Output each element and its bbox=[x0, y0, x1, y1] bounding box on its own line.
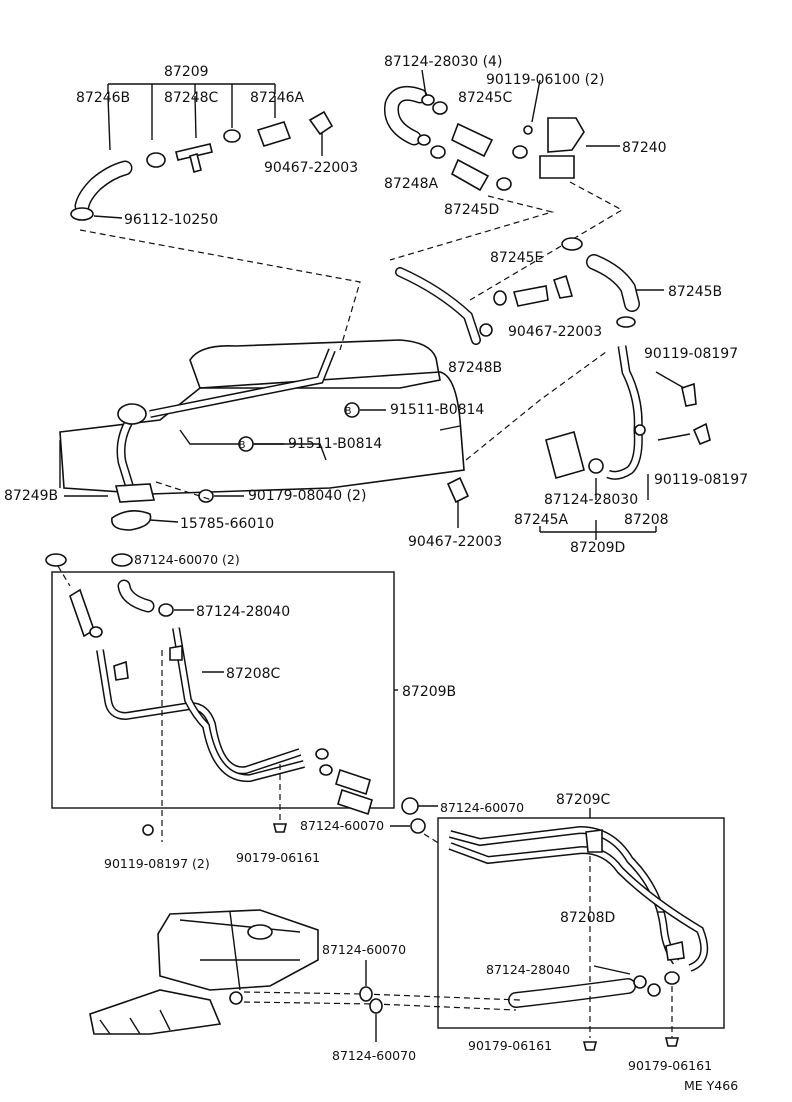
label-87209B: 87209B bbox=[402, 684, 456, 700]
label-90467-22003-c: 90467-22003 bbox=[408, 534, 502, 550]
label-90119-08197-2: 90119-08197 (2) bbox=[104, 856, 210, 871]
label-87209C: 87209C bbox=[556, 792, 611, 808]
label-87124-60070-c: 87124-60070 bbox=[322, 942, 406, 957]
label-87249B: 87249B bbox=[4, 488, 58, 504]
label-96112-10250: 96112-10250 bbox=[124, 212, 218, 228]
label-90179-06161-b: 90179-06161 bbox=[468, 1038, 552, 1053]
label-90119-08197-a: 90119-08197 bbox=[644, 346, 738, 362]
label-87124-60070-2: 87124-60070 (2) bbox=[134, 552, 240, 567]
heater-unit bbox=[89, 909, 521, 1042]
bolt-marker-b: B bbox=[239, 440, 246, 451]
label-87208C: 87208C bbox=[226, 666, 281, 682]
label-87248C: 87248C bbox=[164, 90, 219, 106]
group-87248B bbox=[395, 237, 664, 345]
label-90179-06161-a: 90179-06161 bbox=[236, 850, 320, 865]
bolt-marker-a: B bbox=[345, 406, 352, 417]
label-87124-60070-d: 87124-60070 bbox=[332, 1048, 416, 1063]
label-87208D: 87208D bbox=[560, 910, 615, 926]
label-87124-60070-a: 87124-60070 bbox=[440, 800, 524, 815]
label-87245A: 87245A bbox=[514, 512, 569, 528]
label-90119-08197-b: 90119-08197 bbox=[654, 472, 748, 488]
label-90179-08040-2: 90179-08040 (2) bbox=[248, 488, 366, 504]
label-87248A: 87248A bbox=[384, 176, 439, 192]
label-15785-66010: 15785-66010 bbox=[180, 516, 274, 532]
label-87124-28030: 87124-28030 bbox=[544, 492, 638, 508]
label-87245D: 87245D bbox=[444, 202, 499, 218]
part-labels: 87209 87246B 87248C 87246A 90467-22003 9… bbox=[4, 54, 748, 1093]
label-87240: 87240 bbox=[622, 140, 667, 156]
label-91511-B0814-b: 91511-B0814 bbox=[288, 436, 382, 452]
label-87124-28030-4: 87124-28030 (4) bbox=[384, 54, 502, 70]
label-87124-28040-b: 87124-28040 bbox=[486, 962, 570, 977]
label-90467-22003-a: 90467-22003 bbox=[264, 160, 358, 176]
label-87209: 87209 bbox=[164, 64, 209, 80]
label-87245B: 87245B bbox=[668, 284, 722, 300]
label-87124-28040-a: 87124-28040 bbox=[196, 604, 290, 620]
label-87124-60070-b: 87124-60070 bbox=[300, 818, 384, 833]
group-87209 bbox=[70, 83, 334, 221]
group-87209C bbox=[423, 808, 725, 1051]
label-87208: 87208 bbox=[624, 512, 669, 528]
group-87240 bbox=[383, 69, 624, 301]
label-91511-B0814-a: 91511-B0814 bbox=[390, 402, 484, 418]
label-90119-06100-2: 90119-06100 (2) bbox=[486, 72, 604, 88]
label-87245E: 87245E bbox=[490, 250, 543, 266]
label-87248B: 87248B bbox=[448, 360, 502, 376]
label-87246B: 87246B bbox=[76, 90, 130, 106]
group-87209D bbox=[539, 345, 711, 540]
label-87245C: 87245C bbox=[458, 90, 513, 106]
label-90467-22003-b: 90467-22003 bbox=[508, 324, 602, 340]
footer-code: ME Y466 bbox=[684, 1078, 738, 1093]
engine-block bbox=[59, 229, 607, 531]
label-90179-06161-c: 90179-06161 bbox=[628, 1058, 712, 1073]
label-87209D: 87209D bbox=[570, 540, 625, 556]
label-87246A: 87246A bbox=[250, 90, 305, 106]
group-87209B bbox=[45, 553, 438, 842]
